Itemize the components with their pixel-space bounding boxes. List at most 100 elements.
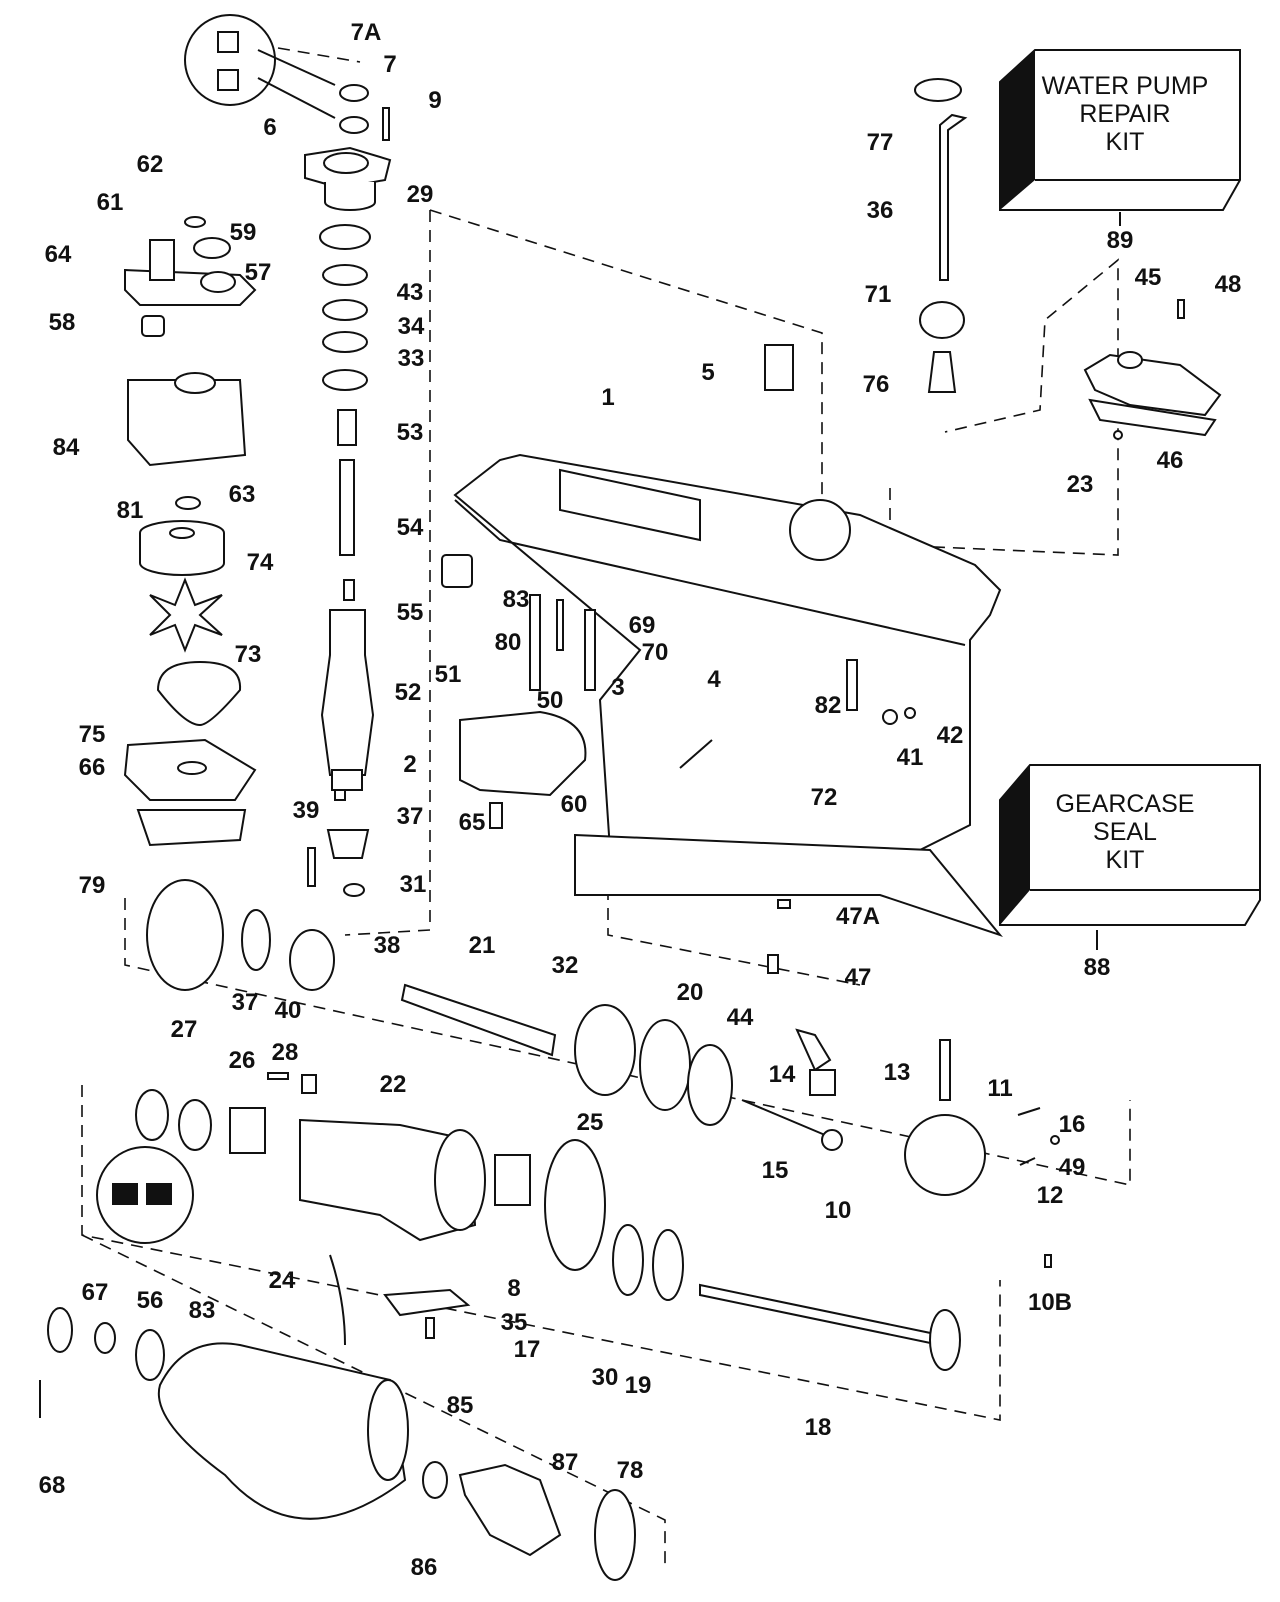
part-label-7[interactable]: 7	[383, 51, 396, 78]
part-label-52[interactable]: 52	[395, 679, 422, 706]
bearing-race-40[interactable]	[241, 909, 271, 971]
thrust-washer-30[interactable]	[612, 1224, 644, 1296]
part-label-61[interactable]: 61	[97, 189, 124, 216]
thrust-washer-44[interactable]	[687, 1044, 733, 1126]
screw-72[interactable]	[846, 659, 858, 711]
part-label-10[interactable]: 10	[825, 1197, 852, 1224]
part-label-24[interactable]: 24	[269, 1267, 296, 1294]
grommet-5[interactable]	[764, 344, 794, 391]
part-label-73[interactable]: 73	[235, 641, 262, 668]
detent-13[interactable]	[809, 1069, 836, 1096]
part-label-44[interactable]: 44	[727, 1004, 754, 1031]
part-label-84[interactable]: 84	[53, 434, 80, 461]
nut-46[interactable]	[1113, 430, 1123, 440]
bearing-housing-6[interactable]	[304, 146, 392, 211]
propeller-shaft-18[interactable]	[699, 1283, 941, 1347]
screw-9[interactable]	[382, 107, 390, 141]
part-label-19[interactable]: 19	[625, 1372, 652, 1399]
part-label-36[interactable]: 36	[867, 197, 894, 224]
part-label-62[interactable]: 62	[137, 151, 164, 178]
part-label-86[interactable]: 86	[411, 1554, 438, 1581]
part-label-78[interactable]: 78	[617, 1457, 644, 1484]
thrust-bearing-19[interactable]	[652, 1229, 684, 1301]
screw-65[interactable]	[489, 802, 503, 829]
grommet-77[interactable]	[914, 78, 962, 102]
part-label-23[interactable]: 23	[1067, 471, 1094, 498]
part-label-22[interactable]: 22	[380, 1071, 407, 1098]
grommet-71[interactable]	[919, 301, 965, 339]
part-label-10b[interactable]: 10B	[1028, 1289, 1072, 1316]
gearcase-seal-kit-box[interactable]: GEARCASE SEAL KIT	[999, 764, 1261, 950]
part-label-20[interactable]: 20	[677, 979, 704, 1006]
gearcase-housing[interactable]	[453, 453, 1003, 938]
pin-10b[interactable]	[1044, 1254, 1052, 1268]
part-label-26[interactable]: 26	[229, 1047, 256, 1074]
part-label-4[interactable]: 4	[707, 666, 721, 693]
ball-49[interactable]	[1050, 1135, 1060, 1145]
part-label-88[interactable]: 88	[1084, 954, 1111, 981]
pin-16[interactable]	[1017, 1107, 1041, 1116]
trim-tab-60[interactable]	[459, 710, 587, 797]
part-label-87[interactable]: 87	[552, 1449, 579, 1476]
drive-shaft-53b[interactable]	[339, 459, 355, 556]
part-label-59[interactable]: 59	[230, 219, 257, 246]
part-label-12[interactable]: 12	[1037, 1182, 1064, 1209]
part-label-32[interactable]: 32	[552, 952, 579, 979]
part-label-7a[interactable]: 7A	[351, 19, 382, 46]
part-label-39[interactable]: 39	[293, 797, 320, 824]
screw-70[interactable]	[584, 609, 596, 691]
shift-shaft-11[interactable]	[939, 1039, 951, 1101]
part-label-74[interactable]: 74	[247, 549, 274, 576]
pin-39[interactable]	[307, 847, 316, 887]
spring-55[interactable]	[343, 579, 355, 601]
part-label-83[interactable]: 83	[503, 586, 530, 613]
part-label-83[interactable]: 83	[189, 1297, 216, 1324]
part-label-27[interactable]: 27	[171, 1016, 198, 1043]
clutch-dog-38[interactable]	[289, 929, 335, 991]
part-label-75[interactable]: 75	[79, 721, 106, 748]
reverse-gear-32[interactable]	[574, 1004, 636, 1096]
bearing-26[interactable]	[229, 1107, 266, 1154]
shift-plunger-15[interactable]	[741, 1099, 826, 1136]
part-label-72[interactable]: 72	[811, 784, 838, 811]
part-label-70[interactable]: 70	[642, 639, 669, 666]
part-label-40[interactable]: 40	[275, 997, 302, 1024]
shim-43b[interactable]	[322, 299, 368, 321]
part-label-64[interactable]: 64	[45, 241, 72, 268]
screw-80[interactable]	[529, 594, 541, 691]
part-label-28[interactable]: 28	[272, 1039, 299, 1066]
part-label-41[interactable]: 41	[897, 744, 924, 771]
part-label-77[interactable]: 77	[867, 129, 894, 156]
part-label-35[interactable]: 35	[501, 1309, 528, 1336]
bearing-housing-10[interactable]	[904, 1114, 986, 1196]
washer-34[interactable]	[322, 331, 368, 353]
water-pump-cover-45[interactable]	[1083, 351, 1222, 417]
grommet-76[interactable]	[927, 351, 957, 393]
o-ring-29[interactable]	[319, 224, 371, 250]
part-label-65[interactable]: 65	[459, 809, 486, 836]
part-label-14[interactable]: 14	[769, 1061, 796, 1088]
bearing-25[interactable]	[494, 1154, 531, 1206]
spacer-56[interactable]	[135, 1329, 165, 1381]
screw-47a[interactable]	[777, 899, 791, 909]
seal-61[interactable]	[193, 237, 231, 259]
nut-31[interactable]	[343, 883, 365, 897]
part-label-53[interactable]: 53	[397, 419, 424, 446]
thrust-bearing-20[interactable]	[639, 1019, 691, 1111]
part-label-55[interactable]: 55	[397, 599, 424, 626]
part-label-79[interactable]: 79	[79, 872, 106, 899]
screw-48[interactable]	[1177, 299, 1185, 319]
part-label-45[interactable]: 45	[1135, 264, 1162, 291]
retainer-22[interactable]	[301, 1074, 317, 1094]
o-ring-17[interactable]	[544, 1139, 606, 1271]
part-label-69[interactable]: 69	[629, 612, 656, 639]
part-label-5[interactable]: 5	[701, 359, 714, 386]
part-label-16[interactable]: 16	[1059, 1111, 1086, 1138]
gasket-23[interactable]	[1088, 398, 1217, 437]
drive-shaft-53[interactable]	[337, 409, 357, 446]
part-label-56[interactable]: 56	[137, 1287, 164, 1314]
propeller-shaft-21[interactable]	[400, 983, 557, 1057]
hub-87[interactable]	[458, 1463, 562, 1557]
propeller-83[interactable]	[157, 1254, 409, 1520]
seal-27b[interactable]	[178, 1099, 212, 1151]
